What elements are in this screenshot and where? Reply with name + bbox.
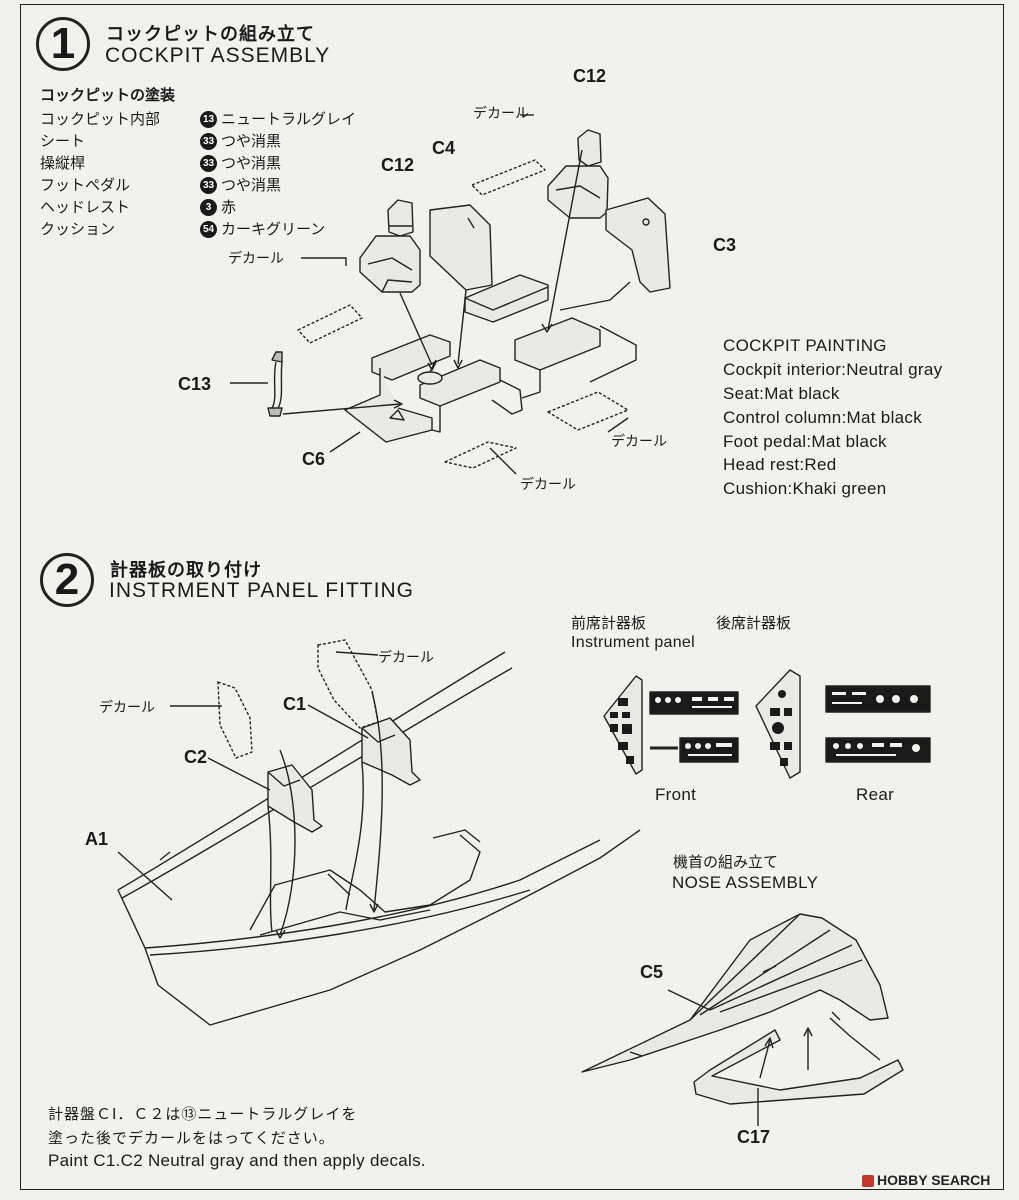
step-2-number: 2 xyxy=(40,553,94,607)
nose-title-en: NOSE ASSEMBLY xyxy=(672,873,819,892)
decal-label: デカール xyxy=(378,650,434,666)
painting-en-row: Cushion:Khaki green xyxy=(723,479,887,498)
painting-en-heading: COCKPIT PAINTING xyxy=(723,336,887,355)
part-label-c6: C6 xyxy=(302,449,326,469)
decal-label: デカール xyxy=(520,477,576,493)
front-panel-label-ja: 前席計器板 xyxy=(571,614,647,632)
paint-code-badge: 3 xyxy=(200,199,217,216)
step-2-title-ja: 計器板の取り付け xyxy=(110,560,262,581)
decal-label: デカール xyxy=(99,700,155,716)
painting-en-row: Seat:Mat black xyxy=(723,384,840,403)
paint-code-badge: 33 xyxy=(200,177,217,194)
step-2-title-en: INSTRMENT PANEL FITTING xyxy=(109,579,414,602)
step-1-number: 1 xyxy=(36,17,90,71)
paint-code-badge: 54 xyxy=(200,221,217,238)
part-label-c1: C1 xyxy=(283,694,307,714)
painting-ja-part: ヘッドレスト xyxy=(40,198,131,216)
paint-code-badge: 33 xyxy=(200,155,217,172)
note-ja-line-2: 塗った後でデカールをはってください。 xyxy=(48,1129,335,1147)
part-label-c12-right: C12 xyxy=(573,66,607,86)
painting-en-row: Foot pedal:Mat black xyxy=(723,432,887,451)
part-label-c12-left: C12 xyxy=(381,155,415,175)
part-label-c5: C5 xyxy=(640,962,664,982)
decal-label: デカール xyxy=(473,106,529,122)
painting-ja-heading: コックピットの塗装 xyxy=(40,86,176,104)
nose-title-ja: 機首の組み立て xyxy=(673,853,779,871)
decal-label: デカール xyxy=(228,251,284,267)
part-label-c2: C2 xyxy=(184,747,208,767)
page-frame xyxy=(20,4,1004,1190)
painting-ja-part: クッション xyxy=(40,220,116,238)
painting-en-row: Head rest:Red xyxy=(723,455,837,474)
painting-ja-part: コックピット内部 xyxy=(40,110,161,128)
paint-code-badge: 13 xyxy=(200,111,217,128)
part-label-c17: C17 xyxy=(737,1127,771,1147)
part-label-c3: C3 xyxy=(713,235,737,255)
step-1-title-ja: コックピットの組み立て xyxy=(106,24,315,45)
painting-ja-part: 操縦桿 xyxy=(40,154,86,172)
paint-code-badge: 33 xyxy=(200,133,217,150)
rear-label: Rear xyxy=(856,785,895,804)
note-en: Paint C1.C2 Neutral gray and then apply … xyxy=(48,1151,426,1170)
painting-ja-part: フットペダル xyxy=(40,176,131,194)
painting-en-row: Control column:Mat black xyxy=(723,408,922,427)
decal-label: デカール xyxy=(611,434,667,450)
part-label-c13: C13 xyxy=(178,374,212,394)
step-1-title-en: COCKPIT ASSEMBLY xyxy=(105,44,331,67)
note-ja-line-1: 計器盤ＣⅠ．Ｃ２は⑬ニュートラルグレイを xyxy=(48,1105,358,1123)
front-label: Front xyxy=(655,785,697,804)
painting-ja-part: シート xyxy=(40,132,86,150)
instrument-panel-label-en: Instrument panel xyxy=(571,634,695,651)
painting-en-row: Cockpit interior:Neutral gray xyxy=(723,360,943,379)
part-label-a1: A1 xyxy=(85,829,109,849)
part-label-c4: C4 xyxy=(432,138,456,158)
rear-panel-label-ja: 後席計器板 xyxy=(716,614,792,632)
watermark: HOBBY SEARCH xyxy=(862,1172,990,1188)
watermark-icon xyxy=(862,1175,874,1188)
